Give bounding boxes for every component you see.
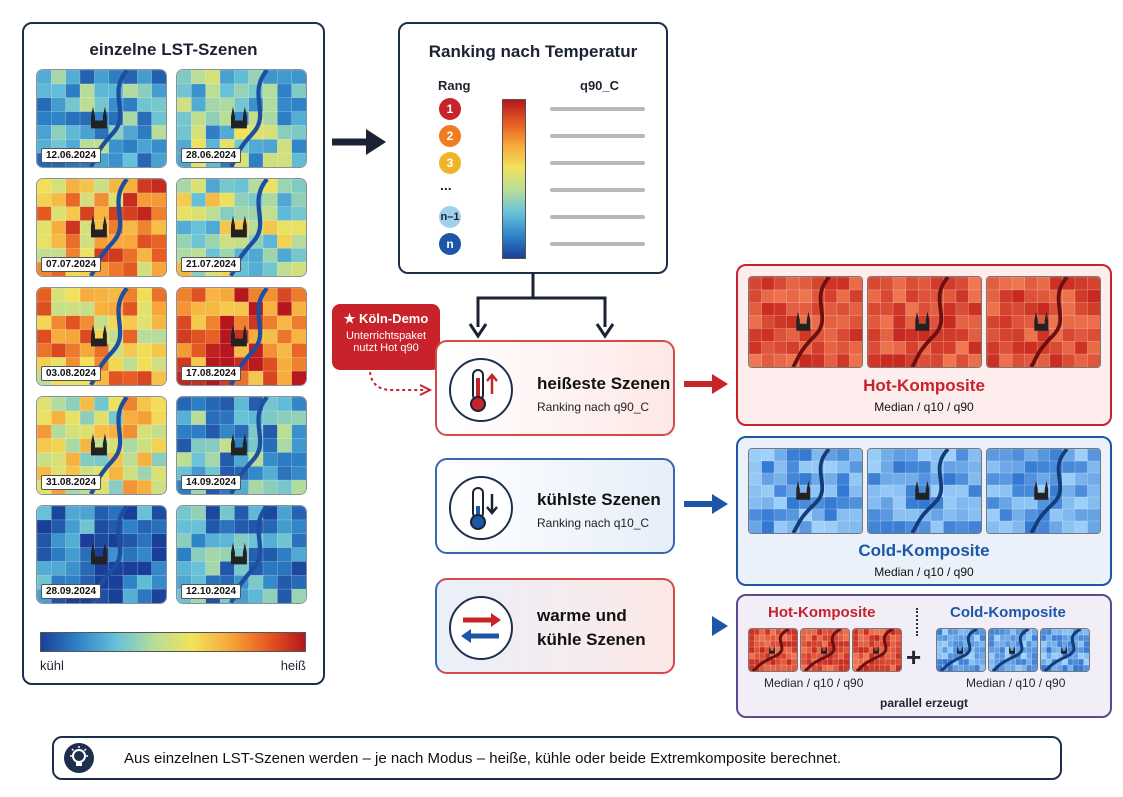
- rank-column-header: Rang: [438, 78, 471, 93]
- scene-tile: 14.09.2024: [176, 396, 307, 495]
- hot-composite-map: [748, 276, 863, 368]
- both-hot-subtitle: Median / q10 / q90: [764, 676, 864, 690]
- scene-date: 12.10.2024: [181, 584, 242, 599]
- value-line: [550, 242, 645, 246]
- koeln-demo-callout: ★ Köln-Demo Unterrichtspaket nutzt Hot q…: [332, 304, 440, 370]
- mode-cold-title: kühlste Szenen: [537, 490, 661, 509]
- ranking-title: Ranking nach Temperatur: [428, 42, 638, 61]
- scene-date: 21.07.2024: [181, 257, 242, 272]
- hot-composite-panel: Hot-Komposite Median / q10 / q90: [736, 264, 1112, 426]
- mode-cold-subtitle: Ranking nach q10_C: [537, 516, 650, 530]
- scale-high-label: heiß: [280, 658, 306, 673]
- koeln-demo-note-1: Unterrichtspaket: [345, 330, 427, 342]
- hot-composite-title: Hot-Komposite: [863, 376, 985, 395]
- scene-date: 03.08.2024: [41, 366, 102, 381]
- footer-text: Aus einzelnen LST-Szenen werden – je nac…: [124, 750, 842, 767]
- hot-composite-map: [986, 276, 1101, 368]
- scene-tile: 07.07.2024: [36, 178, 167, 277]
- both-cold-map: [936, 628, 986, 672]
- both-hot-title: Hot-Komposite: [768, 604, 876, 621]
- mode-both[interactable]: warme und kühle Szenen: [435, 578, 675, 674]
- cold-composite-subtitle: Median / q10 / q90: [874, 565, 974, 579]
- rank-badge: n: [439, 233, 461, 255]
- cold-composite-map: [748, 448, 863, 534]
- value-line: [550, 215, 645, 219]
- rank-badge: 2: [439, 125, 461, 147]
- temperature-scale-bar: [40, 632, 306, 652]
- plus-sign: +: [906, 642, 922, 672]
- hot-composite-subtitle: Median / q10 / q90: [874, 400, 974, 414]
- divider-dotted: [916, 608, 918, 636]
- scenes-title: einzelne LST-Szenen: [89, 40, 258, 59]
- parallel-label: parallel erzeugt: [879, 696, 969, 710]
- demo-dotted-arrow: [369, 371, 433, 396]
- both-hot-map: [748, 628, 798, 672]
- rank-badge: ...: [440, 177, 452, 193]
- swap-arrows-icon: [449, 596, 513, 660]
- scene-date: 17.08.2024: [181, 366, 242, 381]
- lightbulb-icon: [64, 743, 94, 773]
- scene-tile: 12.06.2024: [36, 69, 167, 168]
- koeln-demo-title: Köln-Demo: [358, 311, 429, 326]
- value-column-header: q90_C: [580, 78, 620, 93]
- cold-composite-map: [867, 448, 982, 534]
- scene-date: 31.08.2024: [41, 475, 102, 490]
- both-cold-title: Cold-Komposite: [950, 604, 1066, 621]
- scene-tile: 28.09.2024: [36, 505, 167, 604]
- scenes-panel: einzelne LST-Szenen 12.06.2024 28.06.2024…: [22, 22, 325, 685]
- value-line: [550, 107, 645, 111]
- scene-tile: 31.08.2024: [36, 396, 167, 495]
- arrow-both: [684, 616, 728, 636]
- mode-both-title-2: kühle Szenen: [537, 630, 646, 649]
- both-composites-panel: Hot-Komposite Cold-Komposite + Median / …: [736, 594, 1112, 718]
- rank-badge: 1: [439, 98, 461, 120]
- rank-badge: n–1: [439, 206, 461, 228]
- scene-date: 12.06.2024: [41, 148, 102, 163]
- mode-cold[interactable]: kühlste Szenen Ranking nach q10_C: [435, 458, 675, 554]
- arrow-cold: [684, 494, 728, 514]
- mode-hot-title: heißeste Szenen: [537, 374, 671, 393]
- both-hot-map: [800, 628, 850, 672]
- thermometer-cold-icon: [449, 476, 513, 540]
- koeln-demo-note-2: nutzt Hot q90: [353, 342, 419, 354]
- koeln-demo-heading: ★ Köln-Demo: [332, 311, 440, 327]
- ranking-colorbar: [502, 99, 526, 259]
- footer-bar: Aus einzelnen LST-Szenen werden – je nac…: [52, 736, 1062, 780]
- scale-low-label: kühl: [40, 658, 64, 673]
- cold-composite-map: [986, 448, 1101, 534]
- mode-hot[interactable]: heißeste Szenen Ranking nach q90_C: [435, 340, 675, 436]
- cold-composite-panel: Cold-Komposite Median / q10 / q90: [736, 436, 1112, 586]
- ranking-panel: Ranking nach Temperatur Rang q90_C 1 2 3..…: [398, 22, 668, 274]
- both-hot-map: [852, 628, 902, 672]
- arrow-to-ranking: [332, 129, 386, 155]
- value-line: [550, 134, 645, 138]
- arrow-hot: [684, 374, 728, 394]
- scene-date: 14.09.2024: [181, 475, 242, 490]
- value-line: [550, 188, 645, 192]
- scene-tile: 03.08.2024: [36, 287, 167, 386]
- scene-date: 28.06.2024: [181, 148, 242, 163]
- mode-hot-subtitle: Ranking nach q90_C: [537, 400, 650, 414]
- rank-badge: 3: [439, 152, 461, 174]
- both-cold-map: [988, 628, 1038, 672]
- scene-tile: 21.07.2024: [176, 178, 307, 277]
- scene-date: 28.09.2024: [41, 584, 102, 599]
- both-cold-map: [1040, 628, 1090, 672]
- hot-composite-map: [867, 276, 982, 368]
- both-cold-subtitle: Median / q10 / q90: [966, 676, 1066, 690]
- thermometer-hot-icon: [449, 358, 513, 422]
- star-icon: ★: [343, 311, 356, 326]
- split-arrows: [468, 272, 615, 339]
- cold-composite-title: Cold-Komposite: [858, 541, 990, 560]
- scene-tile: 12.10.2024: [176, 505, 307, 604]
- scene-date: 07.07.2024: [41, 257, 102, 272]
- scene-tile: 28.06.2024: [176, 69, 307, 168]
- mode-both-title-1: warme und: [537, 606, 627, 625]
- scene-tile: 17.08.2024: [176, 287, 307, 386]
- value-line: [550, 161, 645, 165]
